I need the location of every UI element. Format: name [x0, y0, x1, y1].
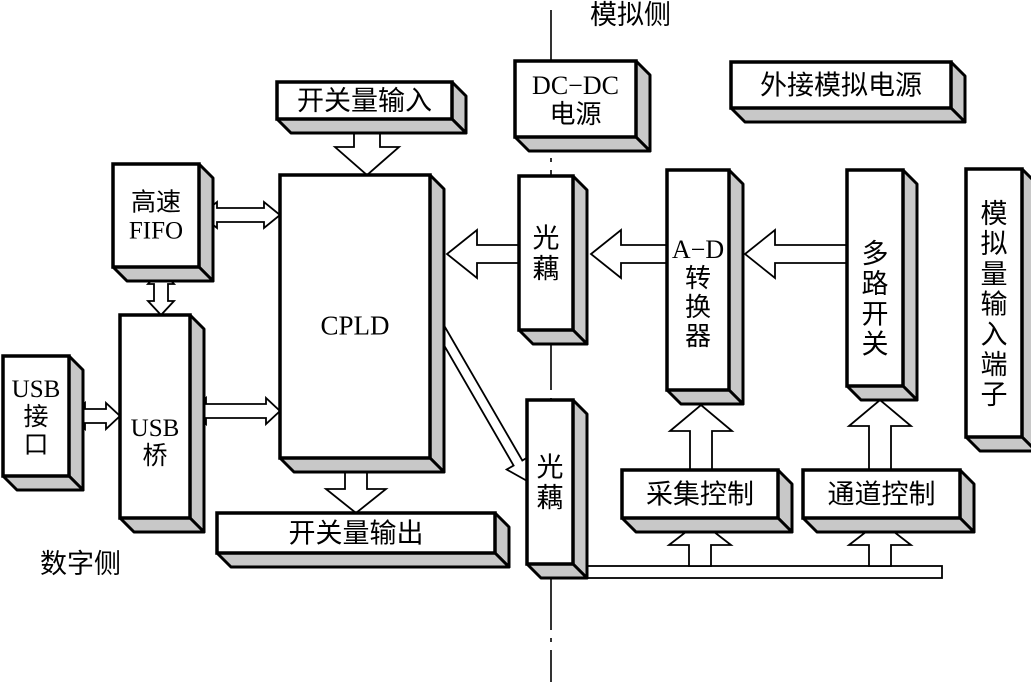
- usb-port-label: USB: [12, 376, 61, 403]
- switch-output-block: 开关量输出: [215, 511, 511, 569]
- usb-bridge-label: USB: [131, 415, 180, 442]
- analog-input-terminal-label: 拟: [981, 229, 1008, 259]
- acquisition-to-ad-arrow: [667, 403, 735, 471]
- channel-control-block-face: [801, 468, 962, 520]
- external-analog-power-block: 外接模拟电源: [729, 60, 967, 124]
- usb-port-block-side: [67, 354, 85, 492]
- usb-bridge-label: 桥: [142, 442, 167, 470]
- usb-bridge-block-side: [188, 313, 206, 534]
- dcdc-power-block-bottom: [513, 135, 652, 153]
- acquisition-control-block: 采集控制: [620, 468, 794, 534]
- switch-input-block-bottom: [275, 117, 468, 135]
- optocoupler-bottom-label: 藕: [537, 483, 564, 513]
- cpld-label: CPLD: [320, 311, 389, 341]
- control-bus: [584, 565, 943, 579]
- analog-input-terminal-label: 入: [981, 320, 1008, 350]
- multiplexer-to-ad-arrow: [743, 228, 848, 280]
- channel-to-multiplexer-arrow: [846, 398, 914, 471]
- channel-control-block: 通道控制: [801, 468, 976, 534]
- cpld-block-face: [278, 173, 432, 460]
- optocoupler-top-block-face: [517, 174, 575, 332]
- ad-converter-block-side: [727, 168, 745, 406]
- switch-input-block: 开关量输入: [275, 80, 468, 135]
- switch-output-label: 开关量输出: [289, 519, 424, 549]
- blocks-layer: 开关量输入DC−DC电源外接模拟电源高速FIFOCPLD光藕A−D转换器多路开关…: [1, 59, 1031, 580]
- digital-side-label: 数字侧: [40, 549, 121, 579]
- ad-converter-block-face: [665, 168, 731, 392]
- ad-converter-label: A−D: [672, 235, 724, 264]
- high-speed-fifo-block-side: [197, 162, 215, 283]
- usb-port-block-face: [1, 354, 71, 478]
- analog-input-terminal-label: 子: [981, 380, 1008, 410]
- switch-output-block-face: [215, 511, 497, 555]
- analog-input-terminal-label: 量: [981, 259, 1008, 289]
- high-speed-fifo-block-bottom: [111, 265, 215, 283]
- analog-input-terminal-label: 端: [981, 350, 1008, 380]
- optocoupler-to-cpld-arrow: [445, 228, 520, 280]
- optocoupler-bottom-block: 光藕: [525, 398, 589, 580]
- channel-control-block-bottom: [801, 516, 976, 534]
- analog-input-terminal-block-bottom: [964, 435, 1031, 453]
- external-analog-power-block-bottom: [729, 106, 967, 124]
- multiplexer-label: 路: [862, 269, 889, 299]
- ad-to-optocoupler-arrow: [589, 228, 668, 280]
- multiplexer-block-bottom: [845, 384, 919, 402]
- optocoupler-bottom-block-face: [525, 398, 575, 566]
- multiplexer-block-face: [845, 168, 905, 388]
- dcdc-power-label: 电源: [549, 100, 601, 129]
- usb-bridge-block-bottom: [118, 516, 206, 534]
- switch-input-label: 开关量输入: [297, 86, 432, 116]
- optocoupler-top-label: 光: [533, 224, 560, 254]
- cpld-block: CPLD: [278, 173, 446, 474]
- usb-bridge-block-face: [118, 313, 192, 520]
- optocoupler-bottom-label: 光: [537, 453, 564, 483]
- cpld-block-bottom: [278, 456, 446, 474]
- usb-port-block-bottom: [1, 474, 85, 492]
- acquisition-control-block-face: [620, 468, 780, 520]
- optocoupler-top-block: 光藕: [517, 174, 589, 346]
- external-analog-power-label: 外接模拟电源: [760, 71, 922, 101]
- multiplexer-label: 开: [862, 299, 889, 329]
- usb-port-label: 口: [23, 432, 48, 459]
- analog-input-terminal-label: 模: [981, 199, 1008, 229]
- high-speed-fifo-label: FIFO: [129, 217, 183, 244]
- analog-input-terminal-block-face: [964, 167, 1024, 439]
- ad-converter-label: 换: [685, 293, 711, 322]
- optocoupler-top-label: 藕: [533, 254, 560, 284]
- optocoupler-bottom-block-side: [571, 398, 589, 580]
- channel-control-label: 通道控制: [828, 480, 936, 510]
- acquisition-control-label: 采集控制: [646, 480, 754, 510]
- external-analog-power-block-face: [729, 60, 953, 110]
- acquisition-control-block-bottom: [620, 516, 794, 534]
- cpld-block-side: [428, 173, 446, 474]
- multiplexer-block-side: [901, 168, 919, 402]
- ad-converter-label: 器: [685, 322, 711, 351]
- switch-input-block-face: [275, 80, 454, 121]
- optocoupler-top-block-bottom: [517, 328, 589, 346]
- multiplexer-label: 关: [862, 330, 889, 360]
- analog-input-terminal-label: 输: [981, 290, 1008, 320]
- dcdc-power-label: DC−DC: [532, 71, 619, 100]
- analog-side-label: 模拟侧: [590, 0, 671, 30]
- usb-port-label: 接: [23, 403, 48, 431]
- optocoupler-top-block-side: [571, 174, 589, 346]
- ad-converter-label: 转: [685, 264, 711, 293]
- high-speed-fifo-block-face: [111, 162, 201, 269]
- ad-converter-block-bottom: [665, 388, 745, 406]
- dcdc-power-block-face: [513, 59, 638, 139]
- switch-output-block-bottom: [215, 551, 511, 569]
- multiplexer-label: 多: [862, 239, 889, 269]
- high-speed-fifo-label: 高速: [131, 188, 181, 216]
